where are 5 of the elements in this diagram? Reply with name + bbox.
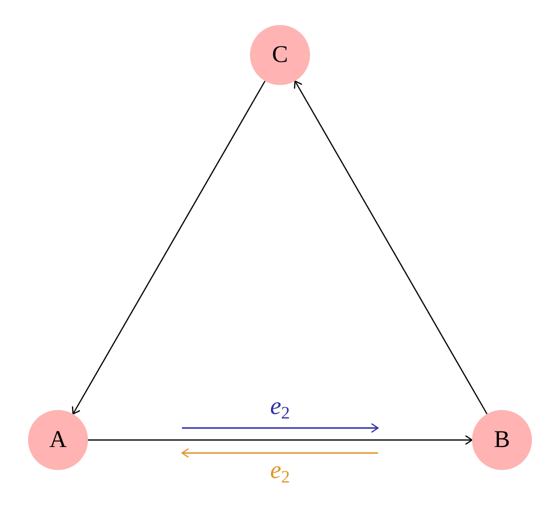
vector-label: e$_{2}$ [270,458,290,486]
node-label: C [272,43,288,67]
node-label: A [49,428,67,452]
vector-label: e$_{2}$ [270,394,290,422]
node-label: B [494,428,510,452]
